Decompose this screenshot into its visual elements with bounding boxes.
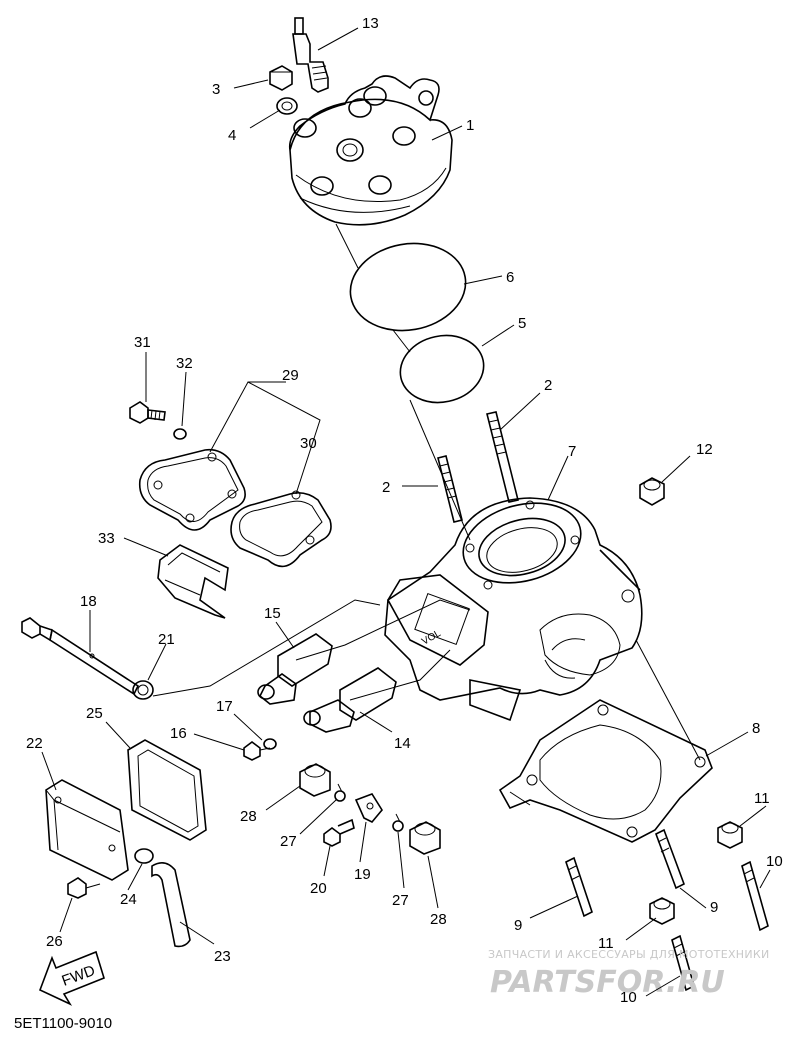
callout-17: 17 <box>216 698 233 715</box>
breather-hose-part <box>151 862 191 948</box>
callout-9-left: 9 <box>514 917 522 934</box>
callout-5: 5 <box>518 315 526 332</box>
long-stud-part <box>741 860 769 932</box>
callout-14: 14 <box>394 735 411 752</box>
callout-25: 25 <box>86 705 103 722</box>
callout-18: 18 <box>80 593 97 610</box>
cylinder-nut-part <box>639 477 665 506</box>
callout-33: 33 <box>98 530 115 547</box>
callout-22: 22 <box>26 735 43 752</box>
head-oring-outer-part <box>349 242 467 332</box>
power-valve-part <box>257 633 333 705</box>
power-valve-sub-part <box>303 667 397 733</box>
reed-gasket-part <box>230 490 332 568</box>
callout-1: 1 <box>466 117 474 134</box>
base-nut-part <box>649 897 675 925</box>
cylinder-part: VOL <box>384 497 643 722</box>
head-nut-part <box>269 65 293 91</box>
callout-26: 26 <box>46 933 63 950</box>
callout-2-lower: 2 <box>382 479 390 496</box>
shaft-bushing-part <box>132 680 154 700</box>
callout-16: 16 <box>170 725 187 742</box>
valve-pin-part <box>392 813 404 832</box>
callout-29: 29 <box>282 367 299 384</box>
cover-washer-part <box>173 428 187 440</box>
cover-gasket-plate-part <box>127 739 207 841</box>
callout-24: 24 <box>120 891 137 908</box>
valve-pin-part <box>334 783 346 802</box>
long-stud-part <box>671 934 695 992</box>
callout-6: 6 <box>506 269 514 286</box>
head-washer-part <box>276 97 298 115</box>
callout-28-right: 28 <box>430 911 447 928</box>
callout-11-right: 11 <box>754 790 770 807</box>
base-gasket-part <box>498 699 713 843</box>
callout-19: 19 <box>354 866 371 883</box>
head-oring-inner-part <box>399 334 485 404</box>
spark-plug-part <box>292 17 329 93</box>
watermark-logo: PARTSFOR.RU <box>490 965 725 1000</box>
base-stud-part <box>655 828 685 890</box>
callout-12: 12 <box>696 441 713 458</box>
callout-21: 21 <box>158 631 175 648</box>
svg-text:VOL: VOL <box>420 628 443 648</box>
callout-27-left: 27 <box>280 833 297 850</box>
callout-28-left: 28 <box>240 808 257 825</box>
callout-10-lower: 10 <box>620 989 637 1006</box>
callout-9-right: 9 <box>710 899 718 916</box>
base-nut-part <box>717 821 743 849</box>
callout-11-lower: 11 <box>598 935 614 952</box>
callout-10-right: 10 <box>766 853 783 870</box>
cover-bolt-part <box>129 401 166 424</box>
valve-washer-part <box>263 738 277 750</box>
callout-2-upper: 2 <box>544 377 552 394</box>
callout-23: 23 <box>214 948 231 965</box>
side-cover-part <box>45 779 129 881</box>
stud-bolt-part <box>486 411 519 503</box>
valve-shaft-part <box>21 617 140 696</box>
callout-4: 4 <box>228 127 236 144</box>
diagram-code: 5ET1100-9010 <box>14 1015 112 1032</box>
callout-32: 32 <box>176 355 193 372</box>
callout-13: 13 <box>362 15 379 32</box>
leader-lines <box>41 27 771 997</box>
cover-gasket-part <box>138 448 246 531</box>
callout-27-right: 27 <box>392 892 409 909</box>
callout-7: 7 <box>568 443 576 460</box>
callout-20: 20 <box>310 880 327 897</box>
fwd-label: FWD <box>60 962 98 990</box>
callout-30: 30 <box>300 435 317 452</box>
stud-bolt-part <box>437 455 463 523</box>
hose-clamp-part <box>134 848 154 864</box>
callout-3: 3 <box>212 81 220 98</box>
cover-screw-part <box>67 877 101 899</box>
valve-screw-part <box>243 741 271 761</box>
lever-bolt-part <box>323 818 355 847</box>
cylinder-head-part <box>288 75 453 226</box>
valve-collar-part <box>409 821 441 855</box>
callout-8: 8 <box>752 720 760 737</box>
base-stud-part <box>565 856 593 918</box>
callout-31: 31 <box>134 334 151 351</box>
valve-collar-part <box>299 763 331 797</box>
watermark-tagline: ЗАПЧАСТИ И АКСЕССУАРЫ ДЛЯ МОТОТЕХНИКИ <box>488 948 770 961</box>
valve-lever-part <box>354 793 383 823</box>
forward-arrow-icon <box>38 950 105 1006</box>
callout-15: 15 <box>264 605 281 622</box>
intake-seal-part <box>157 544 229 619</box>
